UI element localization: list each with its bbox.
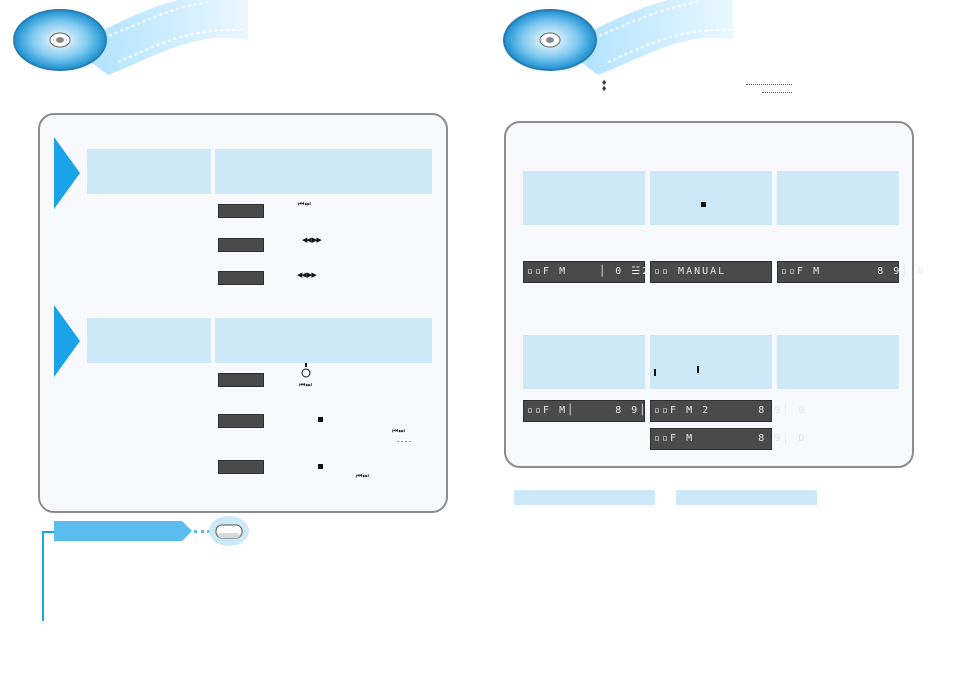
header-dotted-line: [762, 92, 792, 93]
lcd-display: ▫▫ MANUAL: [650, 261, 772, 283]
search-icon: ◀◀ ▶▶: [302, 236, 322, 244]
tip-dotted-connector: [194, 530, 210, 533]
section-header-box: [87, 149, 211, 194]
mode-button[interactable]: [218, 271, 264, 285]
disc-header-art-right: [503, 0, 733, 75]
skip-icon: ⏮ ⏭: [392, 427, 405, 435]
lcd-display: ▫▫F M │ 0 ☱21: [523, 261, 656, 283]
remote-button-icon: [209, 516, 249, 546]
right-panel: ▫▫F M │ 0 ☱21 ▫▫ MANUAL ▫▫F M 8 9│ 0 ▫▫F…: [504, 121, 923, 468]
stop-icon: [318, 464, 323, 469]
mode-button[interactable]: [218, 414, 264, 428]
skip-icon: ⏮ ⏭: [356, 472, 369, 480]
mode-button[interactable]: [218, 238, 264, 252]
section-arrow-tab: [54, 305, 80, 377]
stop-icon: [701, 202, 706, 207]
header-bullet-mark: ♦♦: [601, 79, 608, 93]
lcd-display: ▫▫F M 2 8 9│ 0: [650, 400, 804, 422]
step-box: [777, 335, 899, 389]
mode-button[interactable]: [218, 373, 264, 387]
section-header-box: [215, 149, 432, 194]
left-panel: ⏮ ⏭ ◀◀ ▶▶ ◀◀ ▶▶ ⏮ ⏭ ⏮ ⏭ - - - - ⏮ ⏭: [38, 113, 448, 513]
disc-header-art-left: [13, 0, 248, 75]
step-box: [650, 335, 772, 389]
mode-button[interactable]: [218, 204, 264, 218]
info-strip: [676, 490, 817, 505]
lcd-display: ▫▫F M 8 9│ 0: [777, 261, 923, 283]
marker-icon: [697, 366, 699, 373]
search-icon: ◀◀ ▶▶: [297, 271, 317, 279]
skip-icon: ⏮ ⏭: [299, 381, 312, 389]
section-arrow-tab: [54, 137, 80, 209]
tip-arrow: [182, 521, 192, 541]
info-strip: [514, 490, 655, 505]
tuning-knob-icon: [301, 363, 311, 378]
step-box: [777, 171, 899, 225]
dashes-text: - - - -: [397, 438, 412, 445]
lcd-display: ▫▫F M│ 8 9│ 0: [523, 400, 661, 422]
header-dotted-line: [746, 84, 792, 85]
mode-button[interactable]: [218, 460, 264, 474]
section-header-box: [215, 318, 432, 363]
tip-header-bar: [54, 521, 182, 541]
tip-horizontal-line: [42, 531, 54, 533]
stop-icon: [318, 417, 323, 422]
step-box: [523, 171, 645, 225]
step-box: [523, 335, 645, 389]
skip-icon: ⏮ ⏭: [298, 200, 311, 208]
marker-icon: [654, 369, 656, 376]
lcd-display: ▫▫F M 8 9│ D: [650, 428, 804, 450]
section-header-box: [87, 318, 211, 363]
tip-vertical-line: [42, 531, 44, 621]
step-box: [650, 171, 772, 225]
